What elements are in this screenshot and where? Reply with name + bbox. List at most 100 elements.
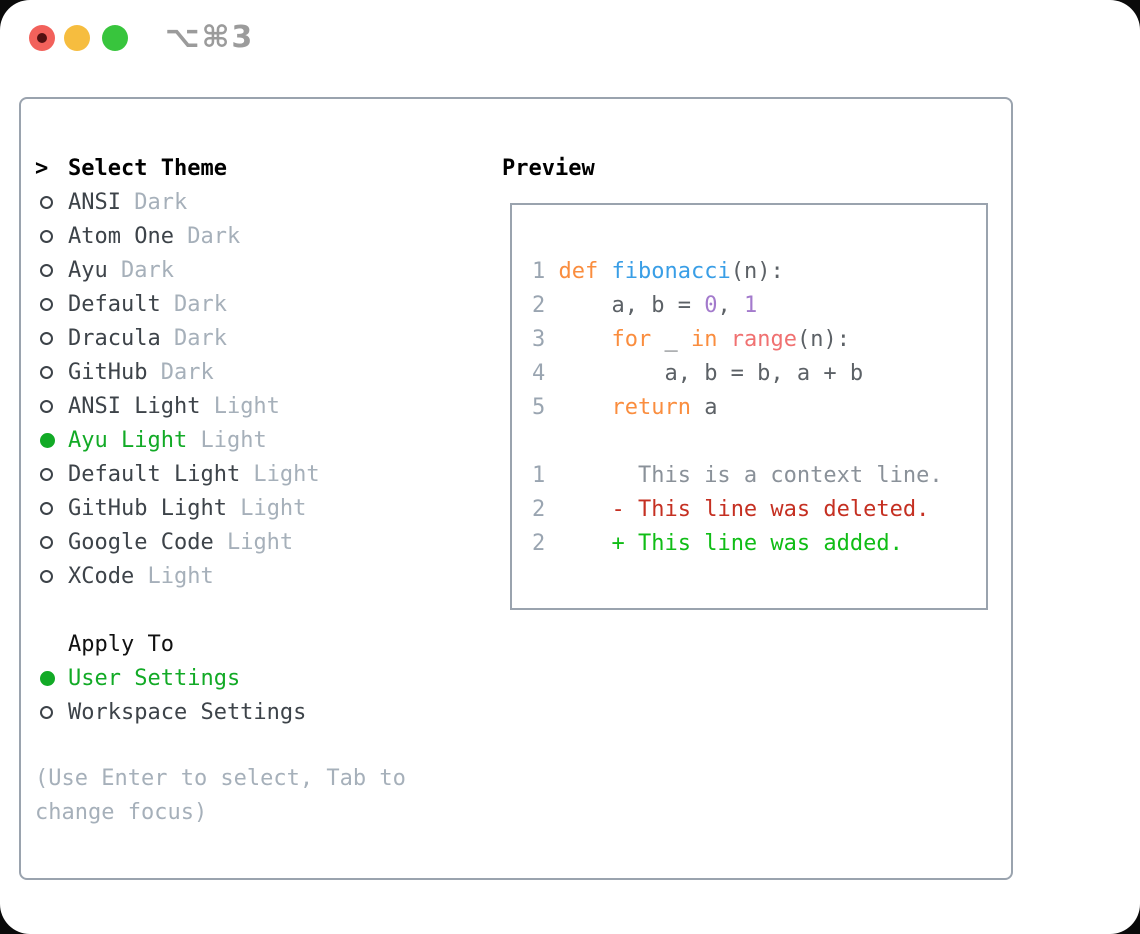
- theme-option-github-light[interactable]: GitHub Light Light: [35, 491, 320, 525]
- theme-variant-label: Light: [200, 393, 280, 419]
- code-token-keyword: in: [690, 327, 718, 352]
- code-line: 2 - This line was deleted.: [532, 493, 943, 527]
- apply-to-title: Apply To: [68, 631, 174, 657]
- theme-option-default-light[interactable]: Default Light Light: [35, 457, 320, 491]
- theme-option-label: ANSI Light: [68, 393, 201, 419]
- code-token-added: + This line was added.: [611, 531, 903, 556]
- keyboard-shortcut-label: ⌥⌘3: [165, 20, 255, 55]
- code-token-special: range: [730, 327, 797, 352]
- theme-option-label: Google Code: [68, 529, 214, 555]
- apply-option-workspace-settings[interactable]: Workspace Settings: [35, 695, 306, 729]
- code-line: 3 for _ in range(n):: [532, 323, 943, 357]
- theme-option-label: Default Light: [68, 461, 241, 487]
- theme-variant-label: Dark: [120, 189, 188, 215]
- radio-unselected-icon: [35, 569, 68, 583]
- radio-unselected-icon: [35, 229, 68, 243]
- code-token-fg: _: [651, 327, 691, 352]
- theme-option-ansi-light[interactable]: ANSI Light Light: [35, 389, 320, 423]
- line-number: 2: [532, 497, 546, 522]
- code-token-function: fibonacci: [611, 259, 731, 284]
- code-line: 2 a, b = 0, 1: [532, 289, 943, 323]
- theme-variant-label: Light: [213, 529, 294, 555]
- radio-unselected-icon: [35, 365, 68, 379]
- code-token-fg: [545, 327, 611, 352]
- focus-prompt-icon: >: [35, 155, 49, 181]
- radio-unselected-icon: [35, 705, 68, 719]
- code-token-fg: [717, 327, 730, 352]
- theme-option-atom-one[interactable]: Atom One Dark: [35, 219, 320, 253]
- theme-option-default[interactable]: Default Dark: [35, 287, 320, 321]
- apply-option-user-settings[interactable]: User Settings: [35, 661, 306, 695]
- theme-option-label: GitHub Light: [68, 495, 227, 521]
- radio-unselected-icon: [35, 263, 68, 277]
- code-token-number: 1: [743, 293, 758, 318]
- radio-unselected-icon: [35, 501, 68, 515]
- close-button[interactable]: [29, 25, 55, 51]
- radio-selected-icon: [35, 670, 68, 686]
- code-token-keyword: for: [611, 327, 652, 352]
- theme-option-label: ANSI: [68, 189, 121, 215]
- theme-variant-label: Dark: [147, 359, 214, 385]
- radio-selected-icon: [35, 432, 68, 448]
- code-token-number: 0: [704, 293, 718, 318]
- theme-option-xcode[interactable]: XCode Light: [35, 559, 320, 593]
- theme-option-label: Atom One: [68, 223, 174, 249]
- radio-unselected-icon: [35, 331, 68, 345]
- line-number: 5: [532, 395, 546, 420]
- theme-option-ayu[interactable]: Ayu Dark: [35, 253, 320, 287]
- radio-unselected-icon: [35, 195, 68, 209]
- theme-option-google-code[interactable]: Google Code Light: [35, 525, 320, 559]
- title-bar: ⌥⌘3: [0, 0, 1140, 76]
- theme-option-label: Ayu Light: [68, 427, 188, 453]
- line-number: 3: [532, 327, 546, 352]
- code-token-keyword: def: [558, 259, 599, 284]
- theme-option-github[interactable]: GitHub Dark: [35, 355, 320, 389]
- line-number: 2: [532, 531, 546, 556]
- radio-unselected-icon: [35, 535, 68, 549]
- theme-option-dracula[interactable]: Dracula Dark: [35, 321, 320, 355]
- code-line: 1 def fibonacci(n):: [532, 255, 943, 289]
- theme-variant-label: Dark: [160, 325, 227, 351]
- apply-option-label: Workspace Settings: [68, 699, 307, 725]
- line-number: 4: [532, 361, 546, 386]
- minimize-button[interactable]: [64, 25, 90, 51]
- code-token-fg: [545, 395, 611, 420]
- theme-variant-label: Dark: [107, 257, 174, 283]
- theme-option-ayu-light[interactable]: Ayu Light Light: [35, 423, 320, 457]
- theme-variant-label: Light: [187, 427, 267, 453]
- apply-option-label: User Settings: [68, 665, 241, 691]
- radio-unselected-icon: [35, 399, 68, 413]
- apply-to-header: Apply To: [35, 627, 306, 661]
- help-text: (Use Enter to select, Tab to change focu…: [35, 766, 406, 825]
- code-token-fg: ,: [717, 293, 744, 318]
- code-line: 2 + This line was added.: [532, 527, 943, 561]
- code-token-keyword: return: [611, 395, 691, 420]
- code-line: [532, 425, 943, 459]
- code-token-fg: [545, 531, 611, 556]
- line-number: 1: [532, 463, 546, 488]
- code-token-deleted: - This line was deleted.: [611, 497, 930, 522]
- theme-variant-label: Light: [226, 495, 307, 521]
- code-token-context: This is a context line.: [545, 463, 943, 488]
- code-token-fg: a, b = b, a + b: [545, 361, 864, 386]
- code-line: 5 return a: [532, 391, 943, 425]
- theme-variant-label: Dark: [160, 291, 227, 317]
- theme-option-ansi[interactable]: ANSI Dark: [35, 185, 320, 219]
- theme-list-title: Select Theme: [68, 155, 227, 181]
- code-line: 1 This is a context line.: [532, 459, 943, 493]
- zoom-button[interactable]: [102, 25, 128, 51]
- theme-option-label: Dracula: [68, 325, 161, 351]
- theme-variant-label: Light: [134, 563, 214, 589]
- radio-unselected-icon: [35, 297, 68, 311]
- code-token-fg: (n):: [796, 327, 850, 352]
- line-number: 2: [532, 293, 546, 318]
- theme-list-header: > Select Theme: [35, 151, 320, 185]
- code-token-fg: [545, 259, 558, 284]
- theme-option-label: Default: [68, 291, 161, 317]
